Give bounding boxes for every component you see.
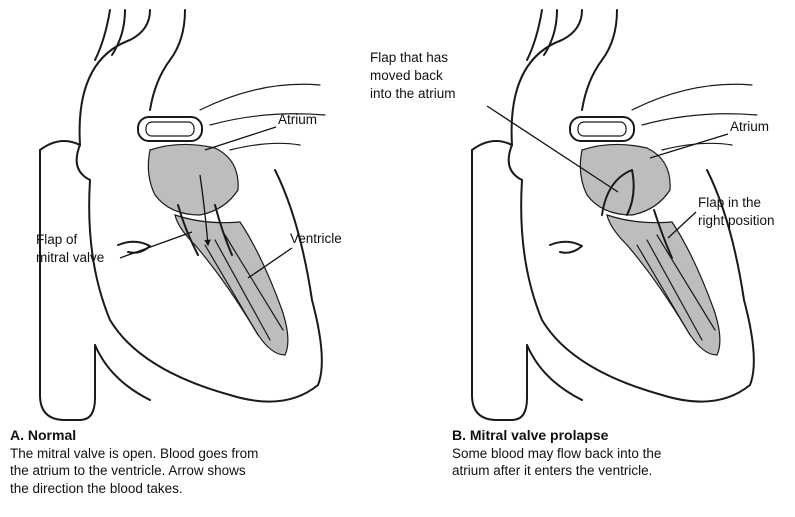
label-flap-a-line1: Flap of <box>36 232 78 247</box>
caption-prolapse-title: B. Mitral valve prolapse <box>452 427 782 445</box>
caption-normal-title: A. Normal <box>10 427 340 445</box>
label-atrium-b: Atrium <box>730 119 769 134</box>
label-flap-right-line2: right position <box>698 213 775 228</box>
leader-atrium-b <box>650 134 728 158</box>
label-flap-moved-line3: into the atrium <box>370 86 456 101</box>
caption-normal-line: the atrium to the ventricle. Arrow shows <box>10 462 340 480</box>
caption-prolapse-line: atrium after it enters the ventricle. <box>452 462 782 480</box>
caption-prolapse: B. Mitral valve prolapse Some blood may … <box>452 427 782 480</box>
label-flap-right-line1: Flap in the <box>698 195 761 210</box>
label-flap-moved-line2: moved back <box>370 68 443 83</box>
label-flap-a-line2: mitral valve <box>36 250 104 265</box>
caption-normal-line: the direction the blood takes. <box>10 480 340 498</box>
caption-normal: A. Normal The mitral valve is open. Bloo… <box>10 427 340 497</box>
label-atrium-a: Atrium <box>278 112 317 127</box>
leader-atrium-a <box>205 127 276 150</box>
caption-normal-line: The mitral valve is open. Blood goes fro… <box>10 445 340 463</box>
heart-illustration-normal <box>40 10 325 420</box>
leader-flap-a <box>120 232 192 258</box>
caption-prolapse-line: Some blood may flow back into the <box>452 445 782 463</box>
label-ventricle-a: Ventricle <box>290 231 342 246</box>
label-flap-moved-line1: Flap that has <box>370 50 448 65</box>
